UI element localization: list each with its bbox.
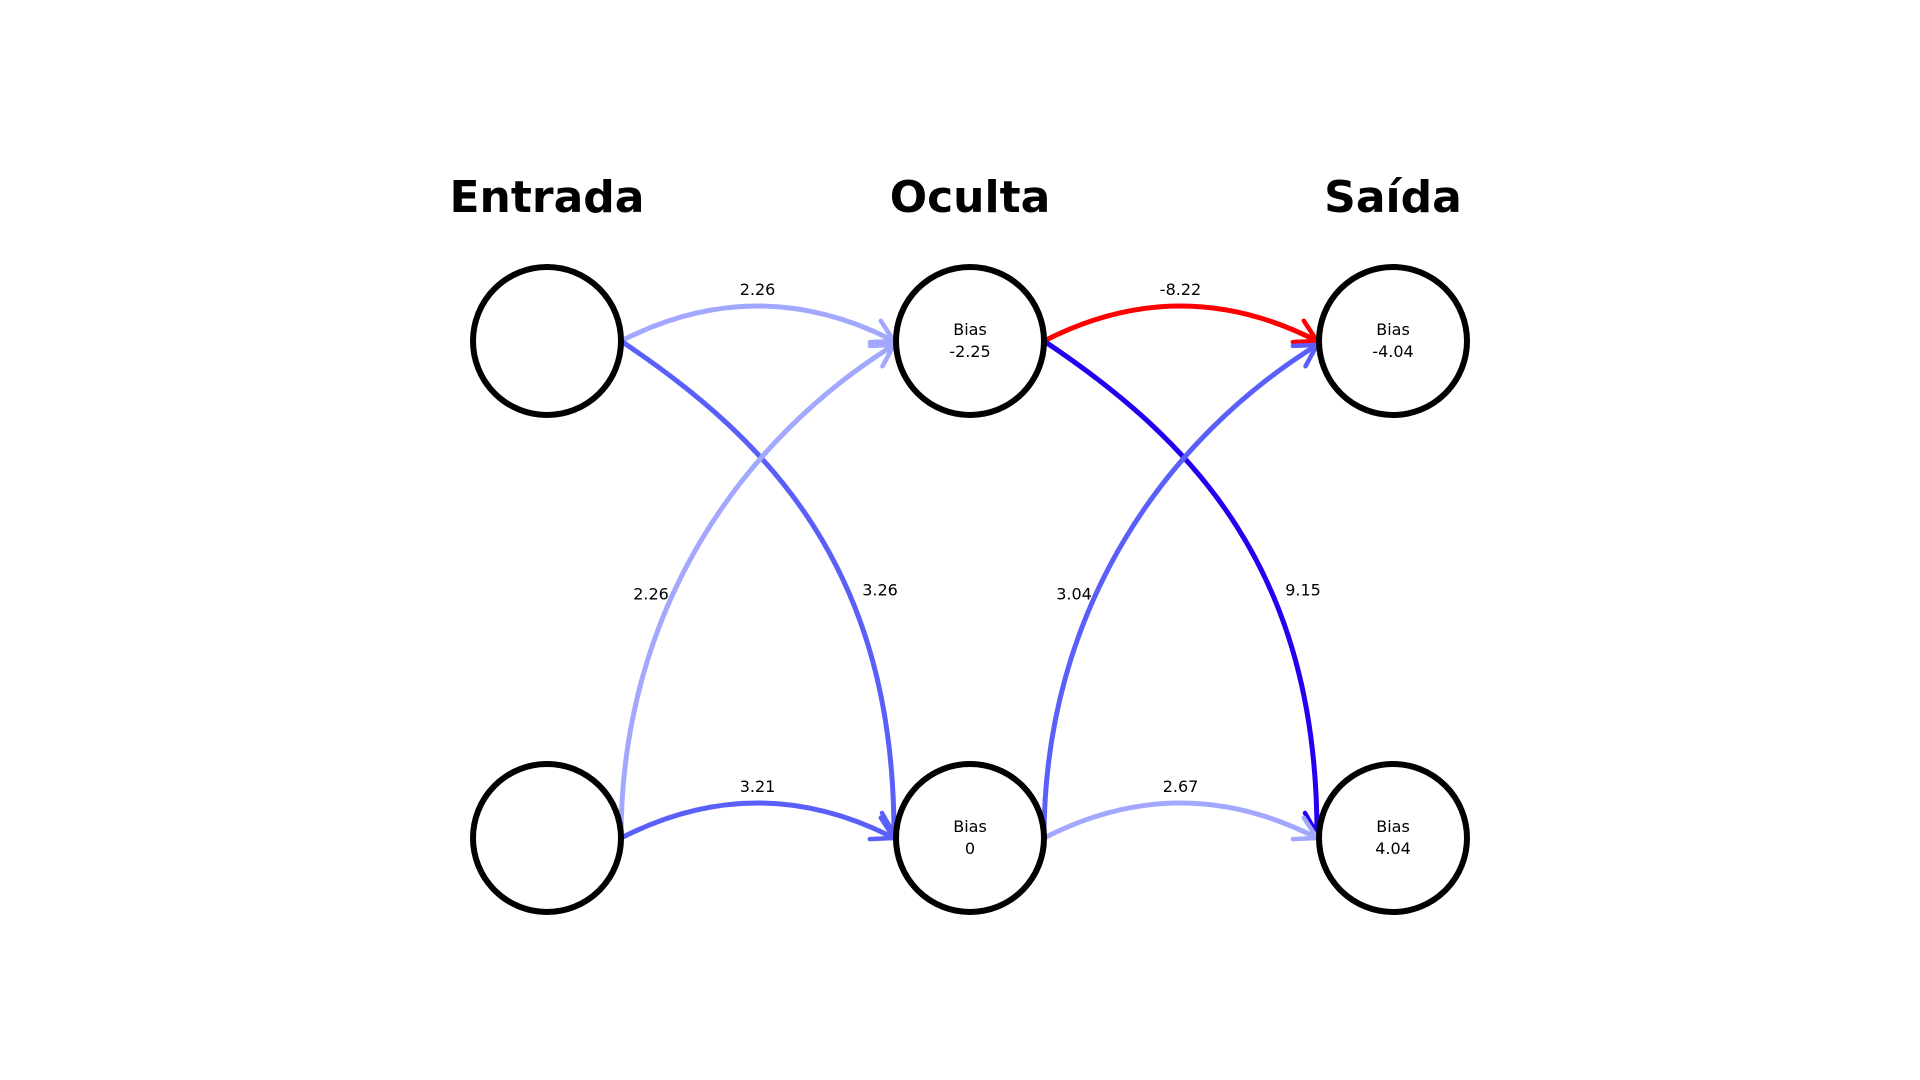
edge-weight-h1-o2: 9.15	[1285, 581, 1321, 600]
neuron-circle-o2	[1316, 761, 1470, 915]
connection-weights: 2.26 3.26 2.26 3.21 -8.22 9.15 3.04 2.67	[633, 280, 1321, 796]
edge-weight-i2-h2: 3.21	[740, 777, 776, 796]
edge-weight-i1-h1: 2.26	[740, 280, 776, 299]
neuron-bias-caption-o1: Bias	[1376, 320, 1410, 339]
layer-title-hidden: Oculta	[890, 172, 1051, 223]
neuron-bias-caption-o2: Bias	[1376, 817, 1410, 836]
neuron-o2: Bias 4.04	[1316, 761, 1470, 915]
edge-h2-o2	[1041, 800, 1320, 842]
neuron-circle-i1	[470, 264, 624, 418]
neuron-bias-value-o1: -4.04	[1372, 342, 1413, 361]
neuron-bias-caption-h2: Bias	[953, 817, 987, 836]
neuron-bias-value-h2: 0	[965, 839, 975, 858]
edge-h1-o1	[1041, 303, 1320, 345]
neuron-circle-h2	[893, 761, 1047, 915]
neuron-i2	[470, 761, 624, 915]
edge-h1-o2	[1041, 338, 1332, 837]
neuron-bias-value-o2: 4.04	[1375, 839, 1411, 858]
edge-weight-i1-h2: 3.26	[862, 581, 898, 600]
edge-i1-h2	[618, 338, 909, 837]
edge-i2-h2	[618, 800, 897, 842]
edge-weight-h1-o1: -8.22	[1160, 280, 1201, 299]
neuron-circle-h1	[893, 264, 1047, 418]
edge-weight-h2-o2: 2.67	[1163, 777, 1199, 796]
connections	[618, 303, 1332, 842]
neuron-h2: Bias 0	[893, 761, 1047, 915]
layer-titles: Entrada Oculta Saída	[450, 172, 1462, 223]
neuron-circle-i2	[470, 761, 624, 915]
neuron-circle-o1	[1316, 264, 1470, 418]
neuron-bias-value-h1: -2.25	[949, 342, 990, 361]
neuron-bias-caption-h1: Bias	[953, 320, 987, 339]
edge-i2-h1	[618, 342, 897, 841]
neuron-h1: Bias -2.25	[893, 264, 1047, 418]
edge-i1-h1	[618, 303, 897, 345]
neuron-o1: Bias -4.04	[1316, 264, 1470, 418]
neuron-i1	[470, 264, 624, 418]
layer-title-input: Entrada	[450, 172, 645, 223]
edge-weight-i2-h1: 2.26	[633, 585, 669, 604]
edge-h2-o1	[1041, 342, 1320, 841]
layer-title-output: Saída	[1324, 172, 1462, 223]
edge-weight-h2-o1: 3.04	[1056, 585, 1092, 604]
